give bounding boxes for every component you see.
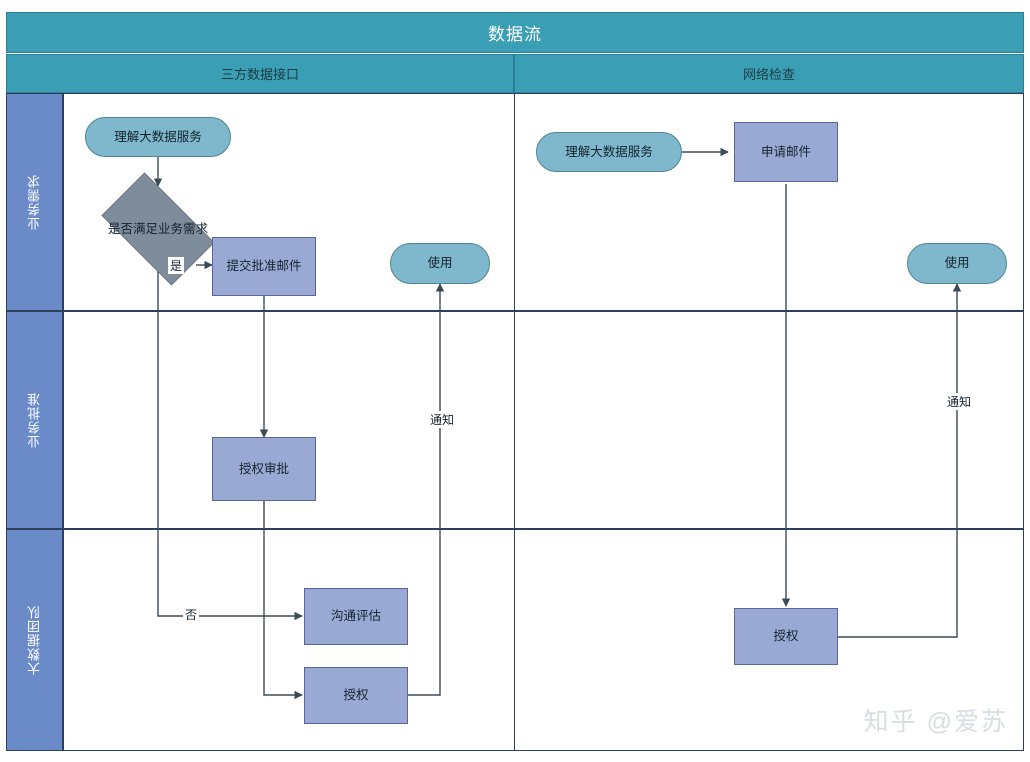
node-label: 使用	[427, 256, 453, 271]
node-authorize-left[interactable]: 授权	[304, 667, 408, 724]
column-divider	[514, 93, 515, 751]
node-understand-big-data-service-left[interactable]: 理解大数据服务	[85, 117, 231, 157]
node-authorization-approval[interactable]: 授权审批	[212, 437, 316, 501]
lane-label-business-approval: 业务批准	[6, 311, 63, 529]
node-label: 沟通评估	[330, 609, 381, 624]
node-submit-approval-email[interactable]: 提交批准邮件	[212, 237, 316, 296]
column-header-third-party-data-interface: 三方数据接口	[6, 54, 514, 93]
node-label: 申请邮件	[760, 144, 811, 159]
node-application-email[interactable]: 申请邮件	[734, 122, 838, 182]
lane-label-text: 业务批准	[27, 392, 42, 448]
lane-body-business-approval	[63, 311, 1024, 529]
node-communication-evaluation[interactable]: 沟通评估	[304, 588, 408, 645]
lane-label-text: 大数据团队	[27, 605, 42, 675]
node-label: 授权	[773, 629, 799, 644]
node-authorize-right[interactable]: 授权	[734, 608, 838, 665]
node-label: 授权审批	[238, 461, 289, 476]
node-label: 授权	[343, 688, 369, 703]
node-use-right[interactable]: 使用	[907, 243, 1007, 284]
lane-label-business-requirement: 业务需求	[6, 93, 63, 311]
node-understand-big-data-service-right[interactable]: 理解大数据服务	[536, 132, 682, 172]
edge-label-notify-left: 通知	[428, 411, 457, 428]
edge-label-notify-right: 通知	[945, 393, 974, 410]
node-label: 理解大数据服务	[565, 144, 653, 159]
node-label: 理解大数据服务	[114, 129, 202, 144]
lane-label-big-data-team: 大数据团队	[6, 529, 63, 751]
node-decision-meets-business-requirement[interactable]: 是否满足业务需求	[88, 172, 228, 286]
diagram-title: 数据流	[6, 12, 1024, 53]
watermark: 知乎 @爱苏	[863, 708, 1008, 736]
node-use-left[interactable]: 使用	[390, 243, 490, 284]
node-label: 使用	[944, 256, 970, 271]
lane-label-text: 业务需求	[27, 174, 42, 230]
edge-label-yes: 是	[168, 257, 185, 274]
column-header-network-inspection: 网络检查	[514, 54, 1024, 93]
edge-label-no: 否	[183, 606, 200, 623]
node-label: 提交批准邮件	[226, 259, 302, 274]
node-label: 是否满足业务需求	[107, 221, 208, 236]
